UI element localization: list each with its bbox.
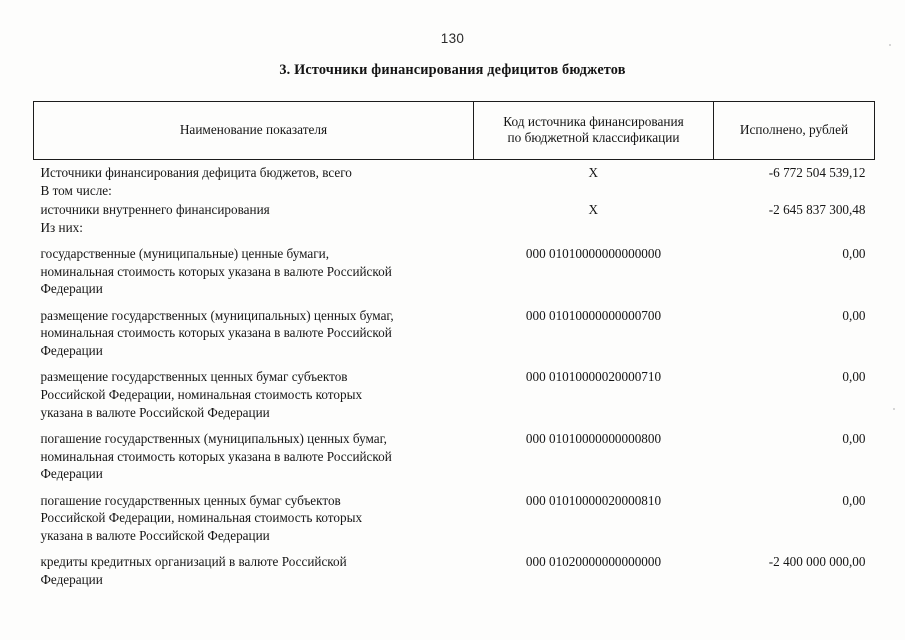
table-row: В том числе: — [34, 182, 875, 200]
indicator-name-line: указана в валюте Российской Федерации — [40, 404, 270, 420]
cell-executed-amount: 0,00 — [842, 492, 866, 508]
cell-executed-amount — [714, 182, 875, 200]
indicator-name-line: размещение государственных ценных бумаг … — [40, 369, 348, 385]
budget-table-container: Наименование показателя Код источника фи… — [33, 101, 875, 588]
cell-indicator-name: погашение государственных ценных бумаг с… — [34, 483, 474, 545]
indicator-name-line: Российской Федерации, номинальная стоимо… — [40, 510, 363, 526]
column-header-code-line1: Код источника финансирования — [503, 113, 684, 129]
indicator-name-line: Из них: — [40, 219, 83, 235]
section-heading: 3. Источники финансирования дефицитов бю… — [279, 62, 626, 78]
cell-indicator-name: размещение государственных ценных бумаг … — [34, 359, 474, 421]
cell-budget-code: 000 01010000000000700 — [525, 307, 662, 323]
table-row: источники внутреннего финансирования X -2 … — [34, 199, 875, 219]
indicator-name-line: номинальная стоимость которых указана в … — [40, 448, 392, 464]
table-row: кредиты кредитных организаций в валюте Р… — [34, 544, 875, 588]
cell-indicator-name: кредиты кредитных организаций в валюте Р… — [34, 544, 474, 588]
cell-indicator-name: Источники финансирования дефицита бюджет… — [34, 160, 474, 182]
cell-budget-code: X — [588, 202, 599, 218]
cell-executed-amount: 0,00 — [842, 307, 866, 323]
table-row: погашение государственных (муниципальных… — [34, 421, 875, 483]
cell-indicator-name: источники внутреннего финансирования — [34, 199, 474, 219]
indicator-name-line: Федерации — [40, 342, 103, 358]
table-row: Источники финансирования дефицита бюджет… — [34, 160, 875, 182]
table-header-row: Наименование показателя Код источника фи… — [33, 101, 875, 160]
cell-budget-code: 000 01010000020000710 — [525, 369, 662, 385]
table-body: Источники финансирования дефицита бюджет… — [34, 160, 875, 589]
indicator-name-line: номинальная стоимость которых указана в … — [40, 325, 392, 341]
cell-budget-code — [474, 182, 714, 200]
cell-budget-code: 000 01010000020000810 — [525, 492, 662, 508]
indicator-name-line: погашение государственных (муниципальных… — [40, 431, 387, 447]
cell-executed-amount: -2 400 000 000,00 — [768, 554, 866, 570]
cell-executed-amount: -2 645 837 300,48 — [768, 202, 866, 218]
cell-indicator-name: погашение государственных (муниципальных… — [34, 421, 474, 483]
indicator-name-line: размещение государственных (муниципальны… — [40, 307, 394, 323]
table-row: государственные (муниципальные) ценные б… — [34, 236, 875, 298]
cell-budget-code: 000 01010000000000800 — [525, 431, 662, 447]
table-row: погашение государственных ценных бумаг с… — [34, 483, 875, 545]
cell-executed-amount: 0,00 — [842, 369, 866, 385]
page-number: 130 — [440, 31, 465, 46]
table-row: Из них: — [34, 219, 875, 237]
column-header-code-line2: по бюджетной классификации — [507, 130, 680, 145]
indicator-name-line: государственные (муниципальные) ценные б… — [40, 246, 330, 262]
indicator-name-line: кредиты кредитных организаций в валюте Р… — [40, 554, 347, 570]
scan-speck — [893, 408, 895, 410]
indicator-name-line: источники внутреннего финансирования — [40, 202, 270, 218]
column-header-name: Наименование показателя — [33, 101, 474, 160]
cell-indicator-name: В том числе: — [34, 182, 474, 200]
table-row: размещение государственных ценных бумаг … — [34, 359, 875, 421]
indicator-name-line: указана в валюте Российской Федерации — [40, 527, 270, 543]
indicator-name-line: номинальная стоимость которых указана в … — [40, 263, 392, 279]
cell-indicator-name: Из них: — [34, 219, 474, 237]
cell-executed-amount — [714, 219, 875, 237]
column-header-code: Код источника финансирования по бюджетно… — [473, 101, 714, 160]
table-header: Наименование показателя Код источника фи… — [33, 101, 875, 160]
cell-indicator-name: размещение государственных (муниципальны… — [34, 298, 474, 360]
column-header-value: Исполнено, рублей — [713, 101, 875, 160]
cell-budget-code: 000 01020000000000000 — [525, 554, 662, 570]
budget-sources-table: Наименование показателя Код источника фи… — [33, 101, 875, 588]
cell-budget-code: X — [588, 165, 599, 180]
indicator-name-line: Российской Федерации, номинальная стоимо… — [40, 387, 363, 403]
indicator-name-line: Федерации — [40, 281, 103, 297]
indicator-name-line: погашение государственных ценных бумаг с… — [40, 492, 341, 508]
scan-speck — [889, 44, 891, 46]
indicator-name-line: Федерации — [40, 571, 103, 587]
table-row: размещение государственных (муниципальны… — [34, 298, 875, 360]
cell-budget-code — [474, 219, 714, 237]
cell-executed-amount: 0,00 — [842, 431, 866, 447]
cell-executed-amount: 0,00 — [842, 246, 866, 262]
cell-indicator-name: государственные (муниципальные) ценные б… — [34, 236, 474, 298]
cell-budget-code: 000 01010000000000000 — [525, 246, 662, 262]
indicator-name-line: Источники финансирования дефицита бюджет… — [40, 165, 352, 180]
indicator-name-line: В том числе: — [40, 182, 112, 198]
cell-executed-amount: -6 772 504 539,12 — [768, 165, 866, 180]
indicator-name-line: Федерации — [40, 466, 103, 482]
